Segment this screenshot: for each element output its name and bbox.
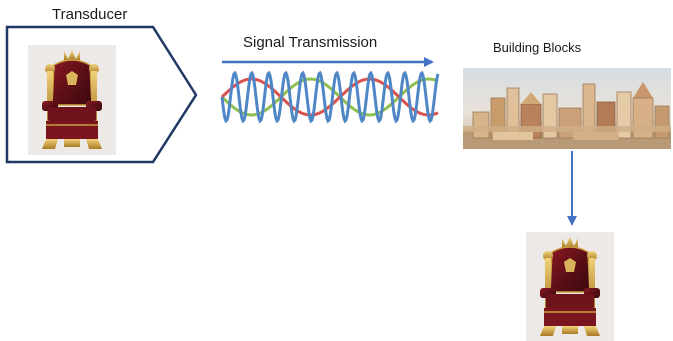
signal-transmission-label: Signal Transmission <box>243 34 378 51</box>
signal-waves <box>220 70 440 124</box>
transducer-outline <box>5 25 198 164</box>
wave-blue <box>220 70 440 124</box>
throne-output-image <box>525 231 615 341</box>
building-blocks-label: Building Blocks <box>493 40 582 55</box>
throne-source-image <box>27 44 117 156</box>
transducer-label: Transducer <box>52 6 128 23</box>
building-blocks-image <box>463 68 671 149</box>
